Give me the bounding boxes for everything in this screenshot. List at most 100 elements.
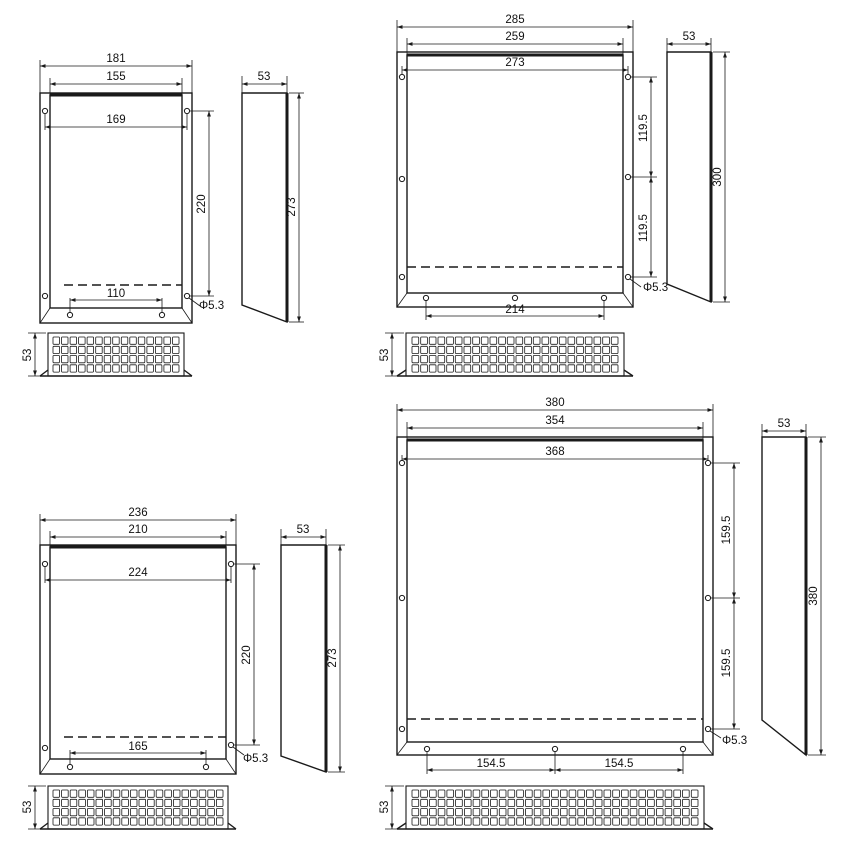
- vent-cell: [463, 817, 472, 826]
- vent-cell: [629, 798, 638, 807]
- vent-cell: [507, 798, 516, 807]
- vent-cell: [567, 355, 576, 364]
- vent-cell: [542, 798, 551, 807]
- vent-cell: [52, 817, 60, 826]
- vent-cell: [621, 789, 629, 798]
- vent-cell: [446, 355, 454, 364]
- vent-cell: [568, 789, 577, 798]
- vent-cell: [69, 336, 77, 345]
- vent-cell: [524, 345, 532, 354]
- vent-cell: [155, 808, 164, 817]
- vent-cell: [463, 808, 472, 817]
- vent-cell: [155, 798, 164, 807]
- vent-cell: [656, 789, 664, 798]
- vent-cell: [129, 817, 138, 826]
- vent-cell: [610, 364, 619, 373]
- vent-cell: [690, 789, 699, 798]
- vent-cell: [428, 364, 437, 373]
- vent-cell: [52, 789, 60, 798]
- vent-cell: [163, 355, 171, 364]
- vent-cell: [647, 789, 655, 798]
- vent-cell: [181, 789, 189, 798]
- vent-cell: [525, 798, 533, 807]
- dim-depth: 53: [778, 418, 791, 430]
- vent-cell: [576, 345, 584, 354]
- vent-cell: [446, 817, 454, 826]
- vent-cell: [472, 789, 481, 798]
- vent-cell: [455, 798, 463, 807]
- vent-cell: [463, 345, 472, 354]
- vent-cell: [516, 808, 524, 817]
- vent-cell: [610, 355, 619, 364]
- vent-cell: [120, 345, 129, 354]
- vent-cell: [507, 817, 516, 826]
- vent-cell: [542, 808, 551, 817]
- vent-cell: [690, 808, 699, 817]
- vent-cell: [78, 364, 86, 373]
- vent-cell: [567, 345, 576, 354]
- vent-cell: [437, 364, 446, 373]
- vent-cell: [542, 789, 551, 798]
- vent-cell: [429, 808, 437, 817]
- vent-cell: [411, 355, 420, 364]
- vent-cell: [172, 808, 181, 817]
- vent-cell: [525, 808, 533, 817]
- dim-hole-spacing-y-upper: 119.5: [638, 114, 650, 142]
- vent-cell: [524, 355, 532, 364]
- vent-cell: [550, 345, 558, 354]
- dim-hole-diameter: Φ5.3: [243, 753, 268, 765]
- vent-cell: [437, 798, 446, 807]
- vent-cell: [506, 336, 515, 345]
- vent-cell: [121, 798, 129, 807]
- enclosure-small: 181 155 169 220 110 Φ5.3 53: [22, 53, 304, 377]
- vent-cell: [551, 798, 559, 807]
- dim-bottom-hole-spacing: 165: [128, 741, 147, 753]
- vent-cell: [603, 808, 612, 817]
- vent-cell: [95, 355, 103, 364]
- vent-cell: [550, 364, 558, 373]
- vent-cell: [95, 336, 103, 345]
- vent-cell: [629, 808, 638, 817]
- front-view-medium: [39, 544, 237, 775]
- vent-cell: [420, 789, 428, 798]
- vent-cell: [78, 817, 86, 826]
- vent-cell: [515, 336, 524, 345]
- vent-cell: [577, 817, 585, 826]
- vent-cell: [481, 798, 489, 807]
- vent-cell: [524, 336, 532, 345]
- vent-cell: [411, 798, 420, 807]
- vent-cell: [446, 364, 454, 373]
- vent-cell: [498, 789, 507, 798]
- vent-cell: [498, 808, 507, 817]
- vent-cell: [489, 355, 498, 364]
- vent-cell: [428, 345, 437, 354]
- vent-cell: [541, 345, 550, 354]
- vent-cell: [446, 808, 454, 817]
- vent-cell: [69, 798, 78, 807]
- vent-cell: [489, 364, 498, 373]
- grille-view-large: 53: [379, 785, 714, 830]
- vent-cell: [480, 345, 489, 354]
- vent-cell: [207, 789, 215, 798]
- vent-cell: [472, 355, 480, 364]
- side-view-large: 53 380: [761, 418, 826, 757]
- vent-cell: [420, 336, 428, 345]
- dim-height: 273: [327, 648, 339, 667]
- vent-cell: [146, 355, 154, 364]
- vent-cell: [594, 808, 603, 817]
- vent-cell: [207, 798, 215, 807]
- vent-cell: [586, 817, 594, 826]
- vent-cell: [52, 364, 60, 373]
- vent-cell: [411, 789, 420, 798]
- vent-cell: [190, 808, 198, 817]
- vent-cell: [541, 364, 550, 373]
- vent-cell: [104, 808, 112, 817]
- vent-cell: [147, 808, 155, 817]
- vent-cell: [52, 355, 60, 364]
- vent-cell: [507, 789, 516, 798]
- dim-hole-spacing-y-lower: 119.5: [638, 214, 650, 242]
- vent-cell: [584, 364, 593, 373]
- vent-cell: [164, 798, 172, 807]
- vent-cell: [87, 798, 95, 807]
- vent-cell: [673, 817, 681, 826]
